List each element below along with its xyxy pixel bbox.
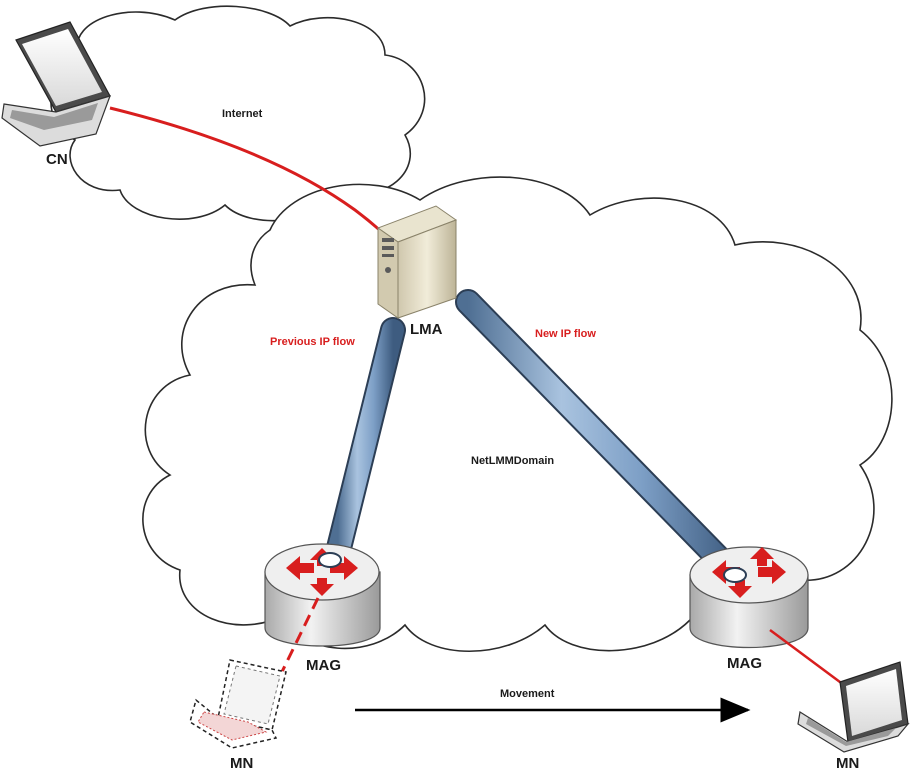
previous-ip-flow-label: Previous IP flow <box>270 336 355 348</box>
new-ip-flow-tunnel <box>455 289 748 588</box>
cn-label: CN <box>46 151 68 168</box>
mag-right-label: MAG <box>727 655 762 672</box>
internet-label: Internet <box>222 108 263 120</box>
internet-cloud <box>50 5 426 222</box>
netlmm-domain-label: NetLMMDomain <box>471 455 554 467</box>
mag-left-router-icon <box>264 543 381 647</box>
mn-right-label: MN <box>836 755 859 772</box>
red-link-right <box>769 628 849 690</box>
red-dashed-link-left <box>276 597 320 681</box>
previous-ip-flow-tunnel <box>325 317 406 565</box>
mag-right-router-icon <box>689 546 809 649</box>
cn-laptop-icon <box>1 21 111 147</box>
movement-label: Movement <box>500 688 555 700</box>
mag-left-label: MAG <box>306 657 341 674</box>
mn-left-laptop-icon <box>189 659 287 749</box>
lma-server-icon <box>376 205 458 319</box>
mn-right-laptop-icon <box>797 661 910 753</box>
new-ip-flow-label: New IP flow <box>535 328 596 340</box>
lma-label: LMA <box>410 321 443 338</box>
mn-left-label: MN <box>230 755 253 772</box>
